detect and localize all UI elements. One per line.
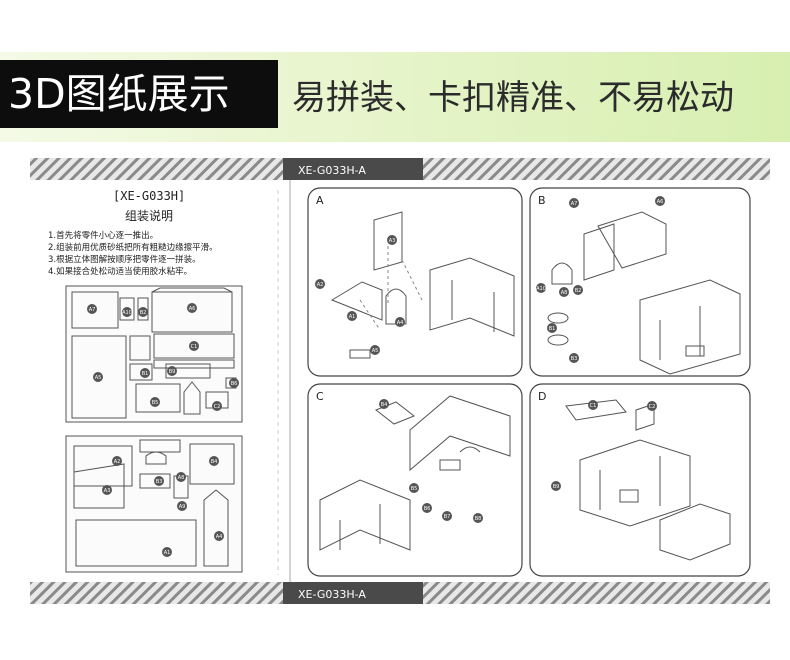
part-tag: A1 [162, 547, 172, 557]
svg-text:A7: A7 [89, 307, 96, 313]
svg-text:A4: A4 [216, 534, 223, 540]
svg-text:A6: A6 [189, 306, 196, 312]
step-label: B [538, 194, 546, 207]
svg-text:B5: B5 [152, 400, 159, 406]
instruction-line: 4.如果接合处松动适当使用胶水粘牢。 [48, 266, 192, 277]
part-tag: B9 [167, 366, 177, 376]
svg-text:B6: B6 [424, 506, 431, 512]
svg-text:B7: B7 [444, 514, 451, 520]
step-label: C [316, 390, 324, 403]
part-tag: A6 [187, 303, 197, 313]
svg-text:A1: A1 [164, 550, 171, 556]
banner-subtitle: 易拼装、卡扣精准、不易松动 [292, 78, 734, 118]
svg-text:A10: A10 [122, 310, 132, 316]
svg-text:B9: B9 [553, 484, 560, 490]
part-tag: A5 [93, 372, 103, 382]
header-code: XE-G033H-A [298, 164, 366, 177]
header-code-box [283, 158, 423, 180]
svg-text:A8: A8 [561, 290, 568, 296]
svg-text:B8: B8 [475, 516, 482, 522]
svg-text:C2: C2 [214, 404, 221, 410]
instructions-heading: 组装说明 [125, 208, 173, 223]
part-tag: A4 [214, 531, 224, 541]
svg-text:B4: B4 [211, 459, 218, 465]
part-tag: B4 [209, 456, 219, 466]
svg-text:B2: B2 [140, 310, 147, 316]
part-tag: A9 [177, 501, 187, 511]
part-tag: A2 [112, 456, 122, 466]
step-label: D [538, 390, 546, 403]
svg-text:A5: A5 [95, 375, 102, 381]
svg-text:A4: A4 [397, 320, 404, 326]
part-tag: B1 [140, 368, 150, 378]
part-tag: A10 [122, 307, 132, 317]
step-panel-b: B A7 A6 A8 A10 B1 B2 B3 [529, 187, 751, 377]
svg-text:A2: A2 [114, 459, 121, 465]
svg-text:A3: A3 [389, 238, 396, 244]
svg-text:C1: C1 [191, 344, 198, 350]
svg-text:B9: B9 [169, 369, 176, 375]
step-panel-a: A A3 A2 A1 A4 A5 [307, 187, 523, 377]
part-tag: A8 [176, 472, 186, 482]
svg-text:A7: A7 [571, 201, 578, 207]
svg-text:A3: A3 [104, 488, 111, 494]
svg-text:A10: A10 [536, 286, 546, 292]
svg-text:A2: A2 [317, 282, 324, 288]
svg-text:A1: A1 [349, 314, 356, 320]
svg-text:A8: A8 [178, 475, 185, 481]
step-label: A [316, 194, 324, 207]
instruction-line: 1.首先将零件小心逐一推出。 [48, 230, 158, 241]
part-tag: C1 [189, 341, 199, 351]
svg-text:B3: B3 [571, 356, 578, 362]
part-tag: B2 [138, 307, 148, 317]
step-panel-c: C B4 B5 B6 B7 B8 [307, 383, 523, 577]
svg-text:B2: B2 [575, 288, 582, 294]
part-tag: B6 [229, 378, 239, 388]
part-tag: B5 [150, 397, 160, 407]
model-code: [XE-G033H] [113, 189, 185, 203]
part-tags: A7 A10 B2 A6 A5 C1 B1 B9 B6 B5 C2 A2 B4 … [87, 303, 239, 557]
svg-text:B1: B1 [142, 371, 149, 377]
svg-text:A9: A9 [179, 504, 186, 510]
instruction-line: 3.根据立体图解按顺序把零件逐一拼装。 [48, 254, 201, 265]
svg-text:B5: B5 [411, 486, 418, 492]
svg-text:B3: B3 [156, 479, 163, 485]
part-tag: B3 [154, 476, 164, 486]
footer-code: XE-G033H-A [298, 588, 366, 601]
svg-text:A5: A5 [372, 348, 379, 354]
svg-text:B1: B1 [549, 326, 556, 332]
step-panel-d: D C1 C2 B9 [529, 383, 751, 577]
part-tag: A3 [102, 485, 112, 495]
svg-text:C2: C2 [649, 404, 656, 410]
svg-text:A6: A6 [657, 199, 664, 205]
svg-text:B6: B6 [231, 381, 238, 387]
instruction-line: 2.组装前用优质砂纸把所有粗糙边缘擦平滑。 [48, 242, 218, 253]
part-tag: C2 [212, 401, 222, 411]
banner-title: 3D图纸展示 [8, 70, 230, 118]
title-banner-label-bg [0, 60, 278, 128]
footer-code-box [283, 582, 423, 604]
svg-text:B4: B4 [381, 402, 388, 408]
part-tag: A7 [87, 304, 97, 314]
svg-text:C1: C1 [590, 403, 597, 409]
